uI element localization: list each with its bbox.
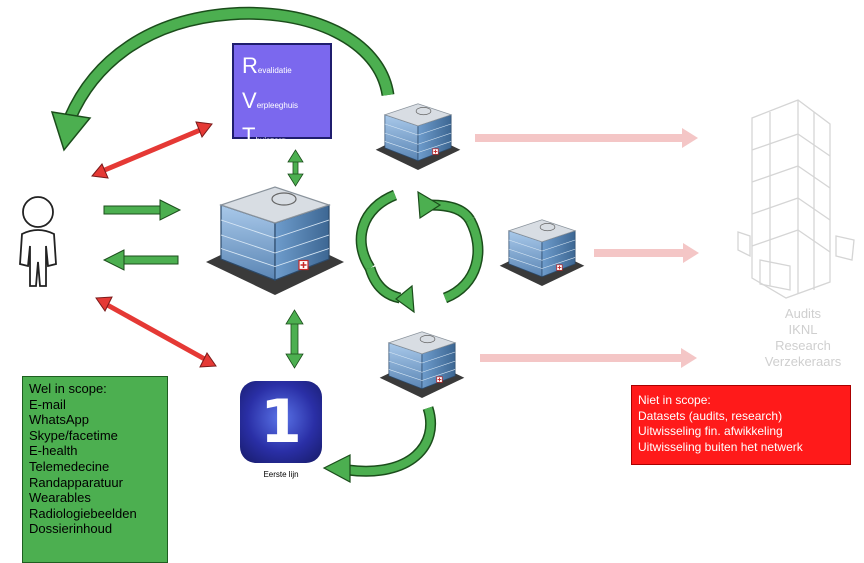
curved-arrow-to-first-line [322, 406, 437, 484]
out-of-scope-item: Uitwisseling buiten het netwerk [638, 439, 803, 454]
out-of-scope-item: Datasets (audits, research) [638, 408, 783, 423]
patient-person-icon [19, 196, 57, 287]
pink-arrow-bottom [480, 348, 697, 368]
hospital-bottom-icon [379, 331, 465, 399]
double-arrow-rvt-hospital [287, 149, 304, 187]
first-line-label: Eerste lijn [263, 470, 299, 479]
outside-parties-list: Audits IKNL Research Verzekeraars [748, 306, 858, 370]
pink-arrow-middle [594, 243, 699, 263]
in-scope-item: E-health [29, 443, 78, 459]
outside-party-item: Verzekeraars [764, 354, 842, 369]
rvt-care-box: Revalidatie Verpleeghuis Thuiszorg [232, 43, 332, 148]
in-scope-item: Randapparatuur [29, 474, 123, 490]
outside-party-item: Audits [784, 306, 822, 321]
green-arrow-to-hospital [103, 199, 182, 221]
in-scope-title: Wel in scope: [29, 381, 107, 396]
rvt-row-revalidatie: Revalidatie [242, 53, 292, 78]
double-arrow-hospital-first-line [285, 309, 304, 369]
in-scope-item: Dossierinhoud [29, 521, 113, 537]
in-scope-item: Wearables [29, 490, 91, 506]
rvt-row-verpleeghuis: Verpleeghuis [242, 88, 299, 113]
rvt-row-thuiszorg: Thuiszorg [242, 123, 286, 148]
outside-party-item: IKNL [788, 322, 818, 337]
out-of-scope-box: Niet in scope: Datasets (audits, researc… [631, 385, 851, 465]
green-arrow-to-person [102, 249, 179, 271]
red-arrow-person-first-line [95, 296, 217, 368]
circular-exchange-arrows [355, 189, 484, 304]
hospital-middle-icon [499, 219, 585, 287]
out-of-scope-item: Uitwisseling fin. afwikkeling [638, 424, 783, 439]
top-arc-arrow [50, 6, 395, 152]
hospital-top-icon [375, 103, 461, 171]
in-scope-item: Telemedecine [29, 458, 110, 474]
out-of-scope-title: Niet in scope: [638, 393, 711, 407]
in-scope-item: WhatsApp [29, 412, 89, 428]
in-scope-item: E-mail [29, 396, 66, 412]
central-hospital-icon [205, 186, 345, 296]
in-scope-box: Wel in scope: E-mail WhatsApp Skype/face… [22, 376, 168, 563]
in-scope-item: Skype/facetime [29, 427, 118, 443]
office-building-icon [737, 99, 855, 299]
first-line-app-icon: 1 [240, 381, 322, 463]
circle-arrowhead-bottom [395, 284, 415, 314]
in-scope-item: Radiologiebeelden [29, 505, 137, 521]
pink-arrow-top [475, 128, 698, 148]
red-arrow-person-rvt [91, 121, 213, 179]
outside-party-item: Research [775, 338, 831, 353]
circle-arrowhead-top [417, 190, 442, 220]
